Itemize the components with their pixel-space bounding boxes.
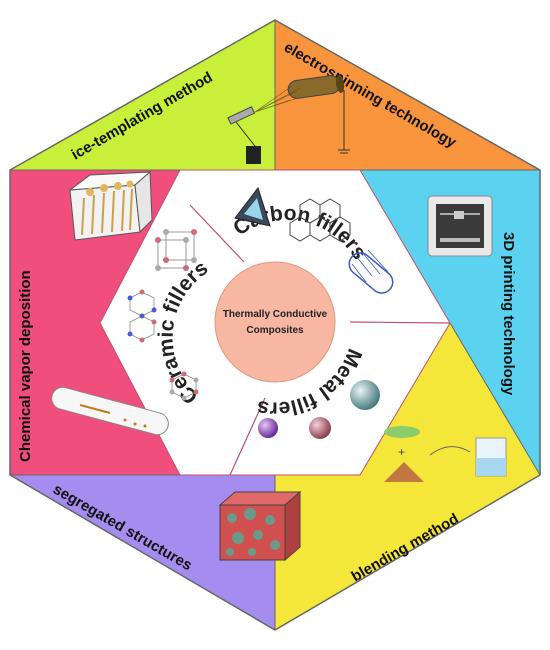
sector-dividers	[10, 20, 541, 630]
center-title-line2: Composites	[246, 325, 304, 336]
segregated-structure-illustration	[218, 490, 302, 562]
ice-templating-illustration	[68, 170, 153, 241]
cvd-tube-illustration	[51, 386, 169, 436]
svg-text:+: +	[398, 445, 405, 459]
inner-dividers	[189, 204, 451, 476]
label-cvd: Chemical vapor deposition	[17, 270, 34, 462]
carbon-fillers-illustrations	[234, 186, 394, 294]
metal-fillers-illustrations	[258, 380, 380, 439]
blending-illustration: +	[384, 426, 507, 482]
ceramic-fillers-illustrations	[127, 229, 199, 401]
center-title-line1: Thermally Conductive	[223, 309, 328, 320]
3d-printer-illustration	[427, 195, 493, 257]
outer-hexagon-border	[9, 19, 541, 631]
center-circle	[214, 261, 336, 383]
label-3d-printing: 3D printing technology	[500, 232, 517, 396]
electrospinning-illustration	[227, 75, 350, 164]
